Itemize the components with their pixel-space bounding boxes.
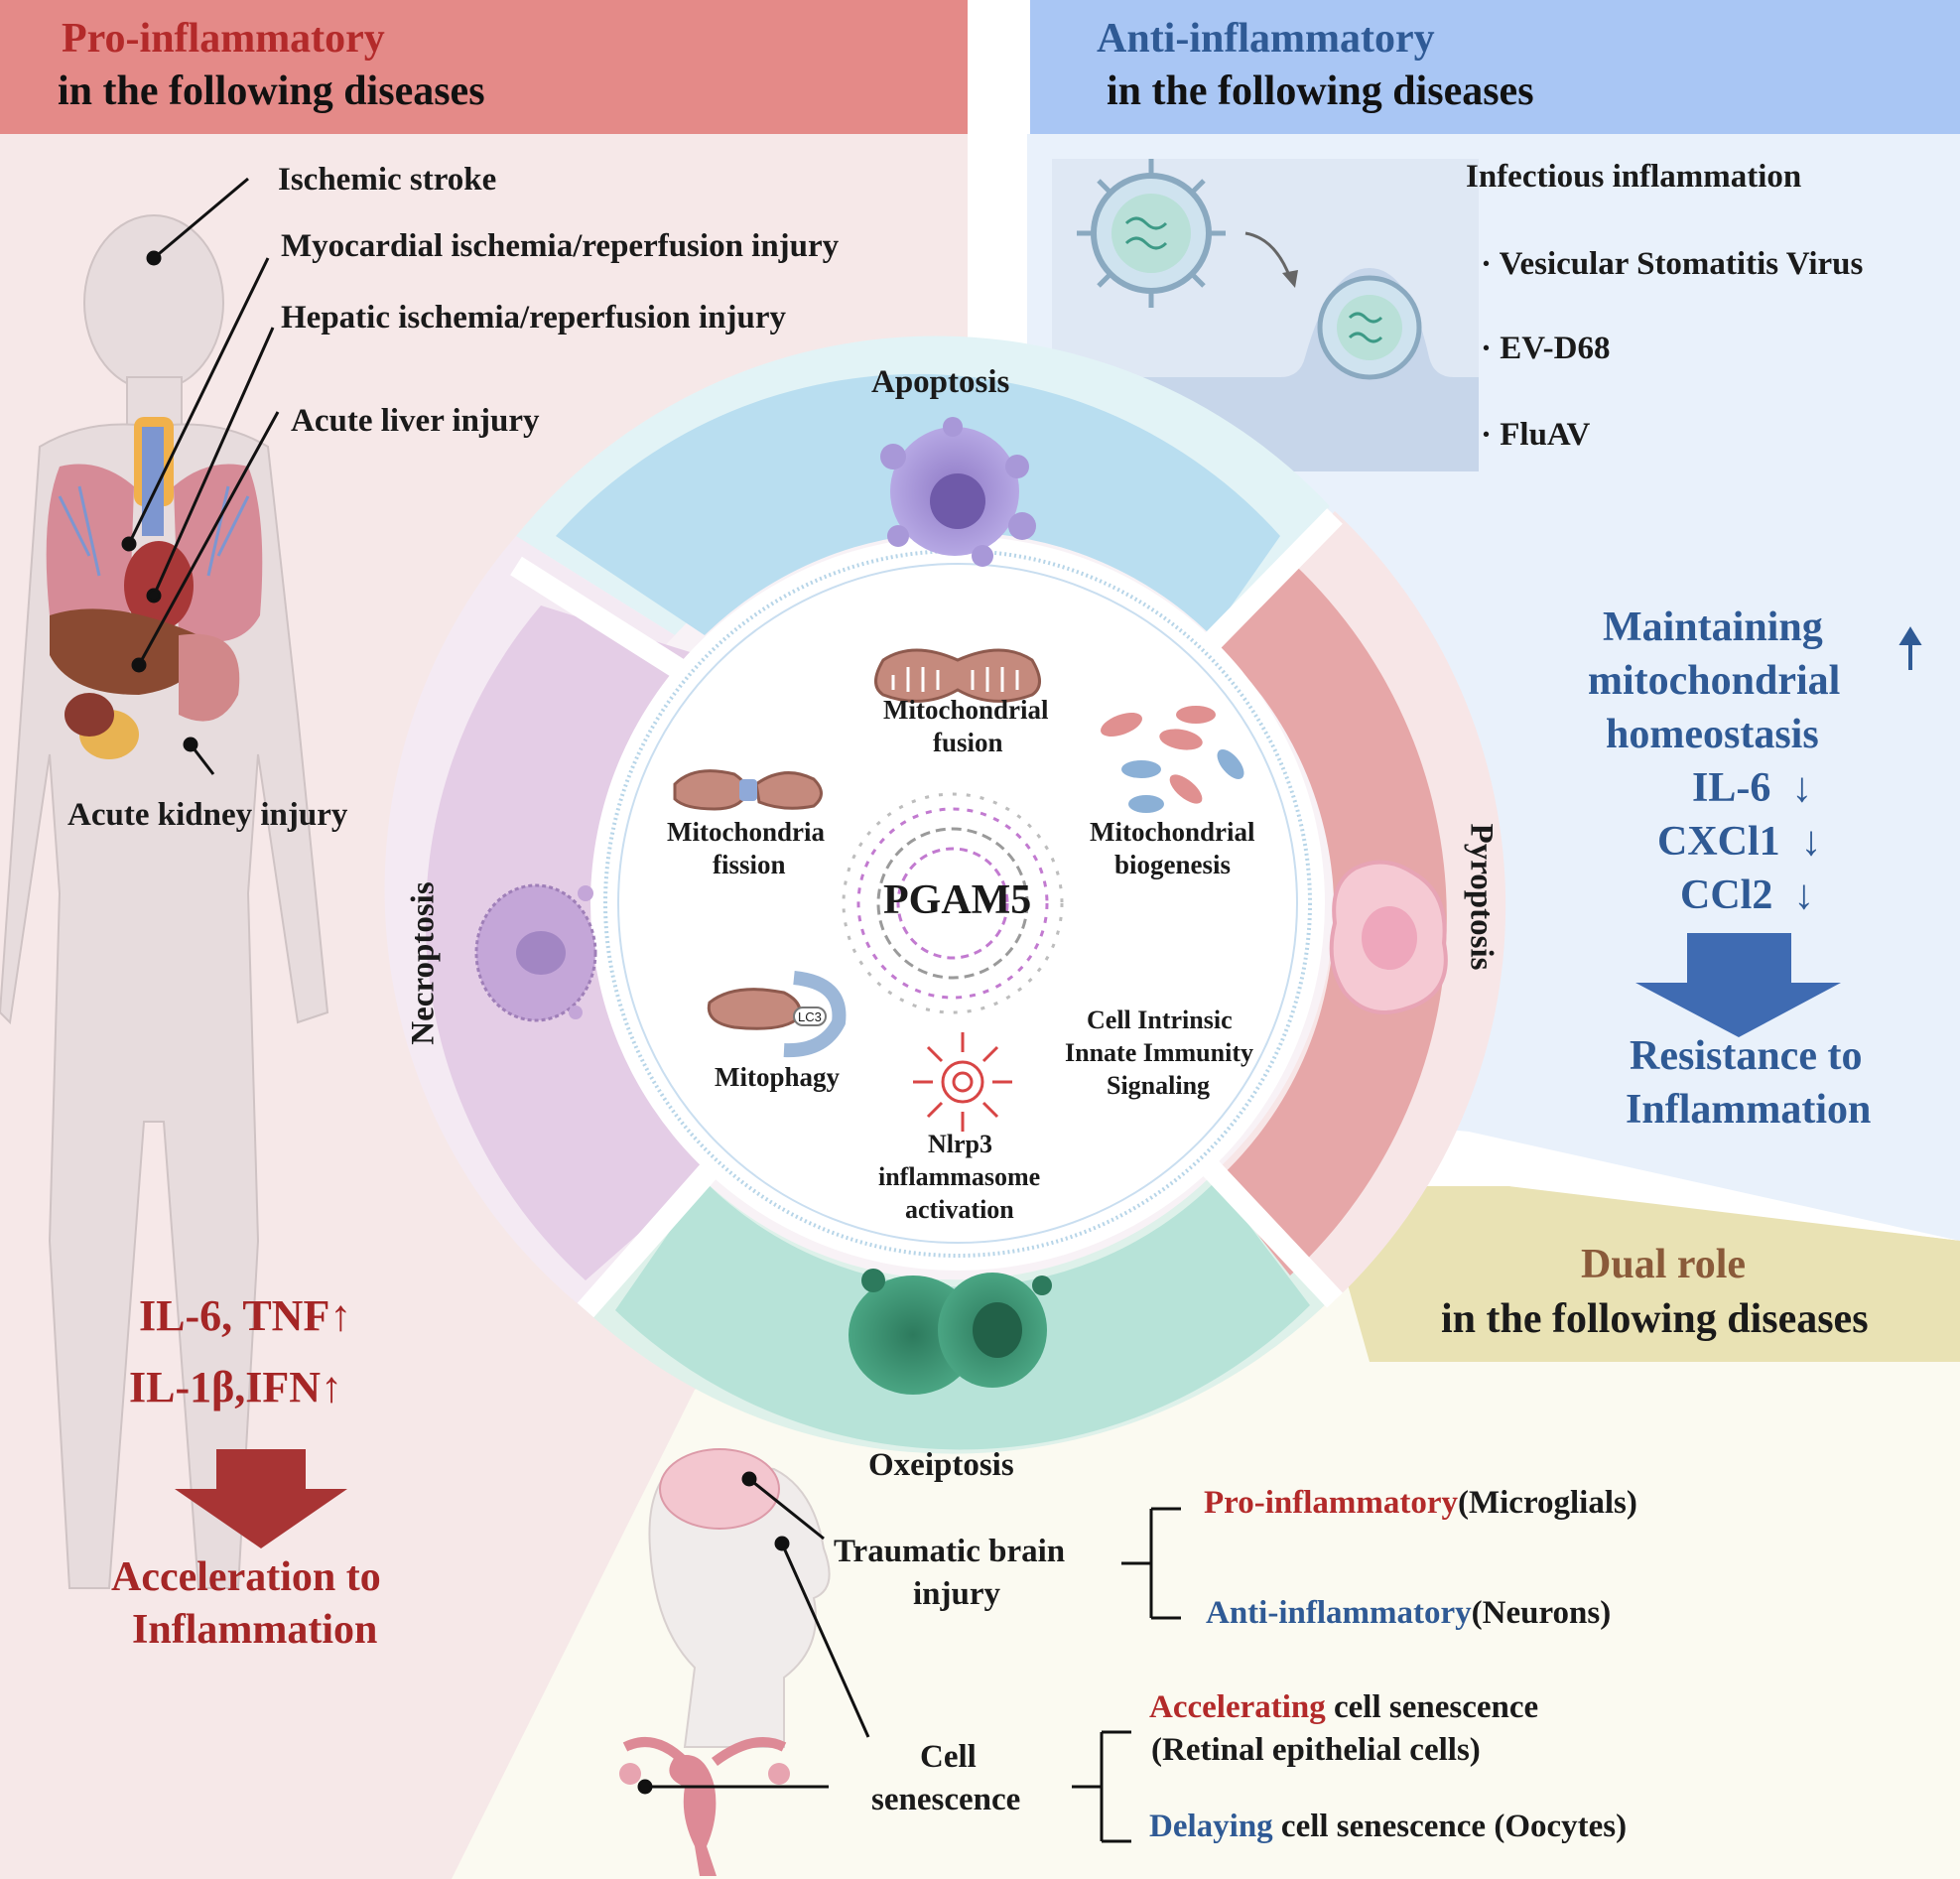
label-nlrp3-2: inflammasome xyxy=(878,1162,1041,1191)
tbi-pro-rest: (Microglials) xyxy=(1458,1485,1637,1521)
disease-hepatic-ir: Hepatic ischemia/reperfusion injury xyxy=(281,300,787,336)
tbi-label-2: injury xyxy=(913,1576,1001,1612)
label-fission-2: fission xyxy=(713,850,786,879)
dual-header-subtitle: in the following diseases xyxy=(1441,1296,1869,1342)
anti-effect-line1: Maintaining xyxy=(1603,604,1823,650)
disease-acute-kidney: Acute kidney injury xyxy=(67,797,348,833)
pyroptotic-cell-icon xyxy=(1329,860,1448,1014)
label-necroptosis: Necroptosis xyxy=(405,881,442,1045)
infection-title: Infectious inflammation xyxy=(1466,159,1802,195)
label-nlrp3-3: activation xyxy=(905,1195,1014,1224)
label-cell-intrinsic-3: Signaling xyxy=(1107,1071,1211,1100)
dual-header-title: Dual role xyxy=(1581,1242,1747,1287)
anti-header xyxy=(1030,0,1960,134)
pro-down-arrow xyxy=(175,1449,347,1548)
disease-ischemic-stroke: Ischemic stroke xyxy=(278,162,497,198)
anti-up-arrow-icon xyxy=(1898,626,1922,670)
anti-outcome-line2: Inflammation xyxy=(1626,1087,1872,1133)
sen-delay-rest: cell senescence (Oocytes) xyxy=(1272,1809,1628,1844)
mitophagy-icon xyxy=(707,971,847,1058)
virus-vsv: · Vesicular Stomatitis Virus xyxy=(1481,246,1864,282)
senescence-label-1: Cell xyxy=(920,1739,977,1775)
anti-header-title: Anti-inflammatory xyxy=(1097,16,1435,62)
disease-acute-liver: Acute liver injury xyxy=(291,403,540,439)
head-brain-icon xyxy=(648,1448,831,1748)
tbi-anti-rest: (Neurons) xyxy=(1471,1595,1612,1631)
sen-accel-sub: (Retinal epithelial cells) xyxy=(1151,1732,1481,1768)
anti-marker-il6: IL-6 ↓ xyxy=(1692,765,1813,811)
mitochondrial-fusion-icon xyxy=(874,648,1041,703)
label-fusion-1: Mitochondrial xyxy=(883,695,1049,725)
organs-icon xyxy=(46,417,263,759)
pgam5-label: PGAM5 xyxy=(883,877,1032,923)
label-nlrp3-1: Nlrp3 xyxy=(928,1130,992,1158)
dual-header xyxy=(1320,1186,1960,1362)
virus-ev-d68: · EV-D68 xyxy=(1481,331,1611,366)
anti-effect-line2: mitochondrial xyxy=(1588,658,1841,704)
anti-marker-ccl2: CCl2 ↓ xyxy=(1680,872,1815,918)
necroptotic-cell-icon xyxy=(474,883,597,1022)
pro-outcome-line1: Acceleration to xyxy=(111,1554,381,1600)
dual-pointer-lines xyxy=(637,1471,1181,1843)
sen-delay-line: Delaying cell senescence (Oocytes) xyxy=(1149,1809,1627,1845)
mitochondrial-fission-icon xyxy=(673,769,823,811)
virus-icon xyxy=(1077,159,1298,308)
tbi-pro-highlight: Pro-inflammatory xyxy=(1204,1485,1458,1521)
anti-down-arrow xyxy=(1635,933,1841,1037)
pro-header-subtitle: in the following diseases xyxy=(58,68,485,114)
label-cell-intrinsic-1: Cell Intrinsic xyxy=(1087,1006,1233,1034)
sen-accel-highlight: Accelerating xyxy=(1149,1689,1326,1725)
nlrp3-inflammasome-icon xyxy=(913,1032,1012,1132)
pro-header xyxy=(0,0,968,134)
label-biogenesis-2: biogenesis xyxy=(1114,850,1232,879)
pro-outcome-line2: Inflammation xyxy=(132,1607,378,1653)
label-cell-intrinsic-2: Innate Immunity xyxy=(1065,1038,1253,1067)
death-ring xyxy=(384,336,1506,1454)
pro-pointer-lines xyxy=(121,177,280,775)
virus-budding-icon xyxy=(1317,275,1422,380)
mitochondrial-biogenesis-icon xyxy=(1101,706,1244,813)
label-biogenesis-1: Mitochondrial xyxy=(1090,817,1255,847)
anti-marker-cxcl1: CXCl1 ↓ xyxy=(1657,819,1822,865)
oxeiptotic-cell-icon xyxy=(849,1269,1052,1395)
label-fusion-2: fusion xyxy=(933,728,1003,757)
sen-accel-line: Accelerating cell senescence xyxy=(1149,1689,1538,1726)
disease-myocardial-ir: Myocardial ischemia/reperfusion injury xyxy=(281,228,840,264)
anti-header-subtitle: in the following diseases xyxy=(1107,68,1534,114)
label-apoptosis: Apoptosis xyxy=(871,364,1010,400)
tbi-anti-highlight: Anti-inflammatory xyxy=(1206,1595,1472,1631)
label-fission-1: Mitochondria xyxy=(667,817,825,847)
senescence-label-2: senescence xyxy=(871,1782,1021,1817)
pro-header-title: Pro-inflammatory xyxy=(62,16,385,62)
sen-accel-rest: cell senescence xyxy=(1325,1689,1539,1725)
apoptotic-cell-icon xyxy=(880,417,1036,567)
label-pyroptosis: Pyroptosis xyxy=(1463,823,1500,971)
tbi-anti-line: Anti-inflammatory(Neurons) xyxy=(1206,1595,1611,1632)
pro-cytokines-1: IL-6, TNF↑ xyxy=(139,1291,352,1340)
sen-delay-highlight: Delaying xyxy=(1149,1809,1273,1844)
label-oxeiptosis: Oxeiptosis xyxy=(868,1447,1014,1483)
pgam5-complex-icon xyxy=(842,792,1064,1014)
anti-outcome-line1: Resistance to xyxy=(1630,1033,1863,1079)
tbi-pro-line: Pro-inflammatory(Microglials) xyxy=(1204,1485,1637,1522)
lc3-label: LC3 xyxy=(798,1009,822,1024)
pro-cytokines-2: IL-1β,IFN↑ xyxy=(129,1363,343,1411)
tbi-label-1: Traumatic brain xyxy=(834,1534,1066,1569)
virus-fluav: · FluAV xyxy=(1481,417,1591,453)
anti-effect-line3: homeostasis xyxy=(1606,712,1819,757)
label-mitophagy: Mitophagy xyxy=(715,1062,841,1092)
